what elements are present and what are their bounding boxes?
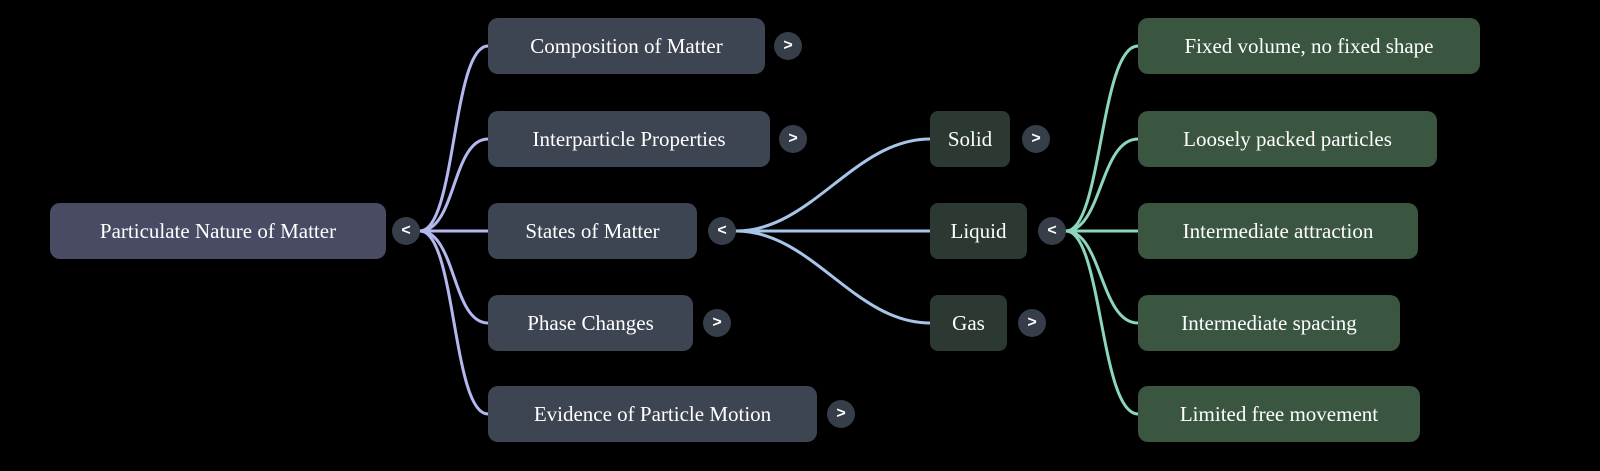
node-label: Phase Changes [527, 310, 654, 335]
edge [1064, 44, 1140, 233]
edge [418, 229, 490, 416]
expand-toggle-evidence-of-particle-motion[interactable]: > [827, 400, 855, 428]
node-intermediate-spacing[interactable]: Intermediate spacing [1138, 295, 1400, 351]
node-label: Solid [947, 126, 993, 151]
node-intermediate-attraction[interactable]: Intermediate attraction [1138, 203, 1418, 259]
edge [734, 229, 932, 325]
node-label: Liquid [950, 218, 1007, 243]
node-label: Gas [952, 310, 985, 335]
node-gas[interactable]: Gas [930, 295, 1007, 351]
node-label: Intermediate spacing [1181, 310, 1357, 335]
collapse-toggle-liquid[interactable]: < [1038, 217, 1066, 245]
node-label: Interparticle Properties [532, 126, 726, 151]
edge [418, 137, 490, 233]
node-liquid[interactable]: Liquid [930, 203, 1027, 259]
node-fixed-volume-no-fixed-shape[interactable]: Fixed volume, no fixed shape [1138, 18, 1480, 74]
expand-toggle-interparticle-properties[interactable]: > [779, 125, 807, 153]
expand-toggle-composition-of-matter[interactable]: > [774, 32, 802, 60]
node-particulate-nature-of-matter[interactable]: Particulate Nature of Matter [50, 203, 386, 259]
node-label: Loosely packed particles [1183, 126, 1392, 151]
node-label: Fixed volume, no fixed shape [1184, 33, 1434, 58]
node-composition-of-matter[interactable]: Composition of Matter [488, 18, 765, 74]
edges-states-to-level3 [734, 137, 932, 325]
node-label: Limited free movement [1179, 401, 1379, 426]
edge [418, 229, 490, 325]
node-interparticle-properties[interactable]: Interparticle Properties [488, 111, 770, 167]
collapse-toggle-states-of-matter[interactable]: < [708, 217, 736, 245]
collapse-toggle-root[interactable]: < [392, 217, 420, 245]
edges-root-to-level2 [418, 44, 490, 416]
node-label: Particulate Nature of Matter [99, 218, 337, 243]
expand-toggle-phase-changes[interactable]: > [703, 309, 731, 337]
node-label: Composition of Matter [530, 33, 723, 58]
node-loosely-packed-particles[interactable]: Loosely packed particles [1138, 111, 1437, 167]
edge [1064, 229, 1140, 416]
node-phase-changes[interactable]: Phase Changes [488, 295, 693, 351]
expand-toggle-gas[interactable]: > [1018, 309, 1046, 337]
edge [1064, 137, 1140, 233]
node-solid[interactable]: Solid [930, 111, 1010, 167]
edge [1064, 229, 1140, 325]
node-label: Intermediate attraction [1182, 218, 1374, 243]
node-evidence-of-particle-motion[interactable]: Evidence of Particle Motion [488, 386, 817, 442]
edges-liquid-to-level4 [1064, 44, 1140, 416]
edge [734, 137, 932, 233]
node-label: Evidence of Particle Motion [533, 401, 772, 426]
expand-toggle-solid[interactable]: > [1022, 125, 1050, 153]
node-limited-free-movement[interactable]: Limited free movement [1138, 386, 1420, 442]
node-states-of-matter[interactable]: States of Matter [488, 203, 697, 259]
node-label: States of Matter [525, 218, 660, 243]
edge [418, 44, 490, 233]
